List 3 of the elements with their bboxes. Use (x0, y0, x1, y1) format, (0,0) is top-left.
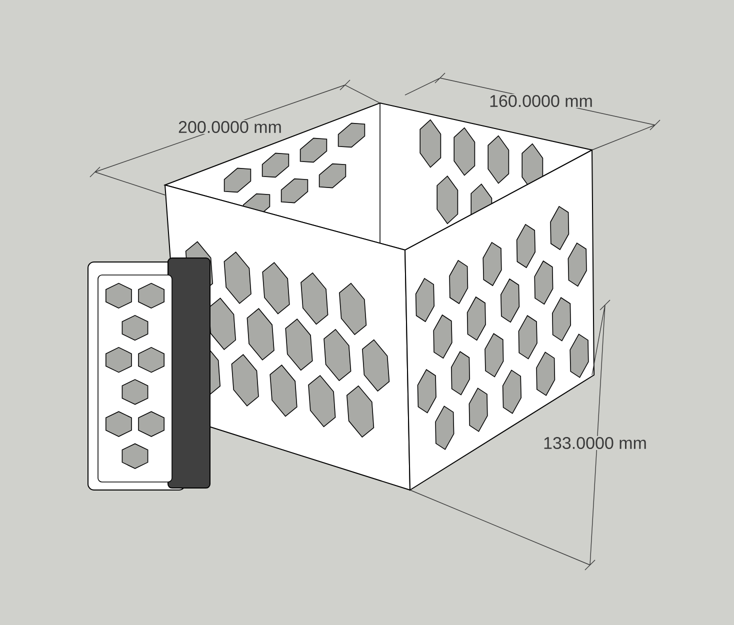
dimension-label: 133.0000 mm (542, 436, 648, 450)
dimension-label: 160.0000 mm (488, 94, 594, 108)
dimension-label: 200.0000 mm (177, 120, 283, 134)
